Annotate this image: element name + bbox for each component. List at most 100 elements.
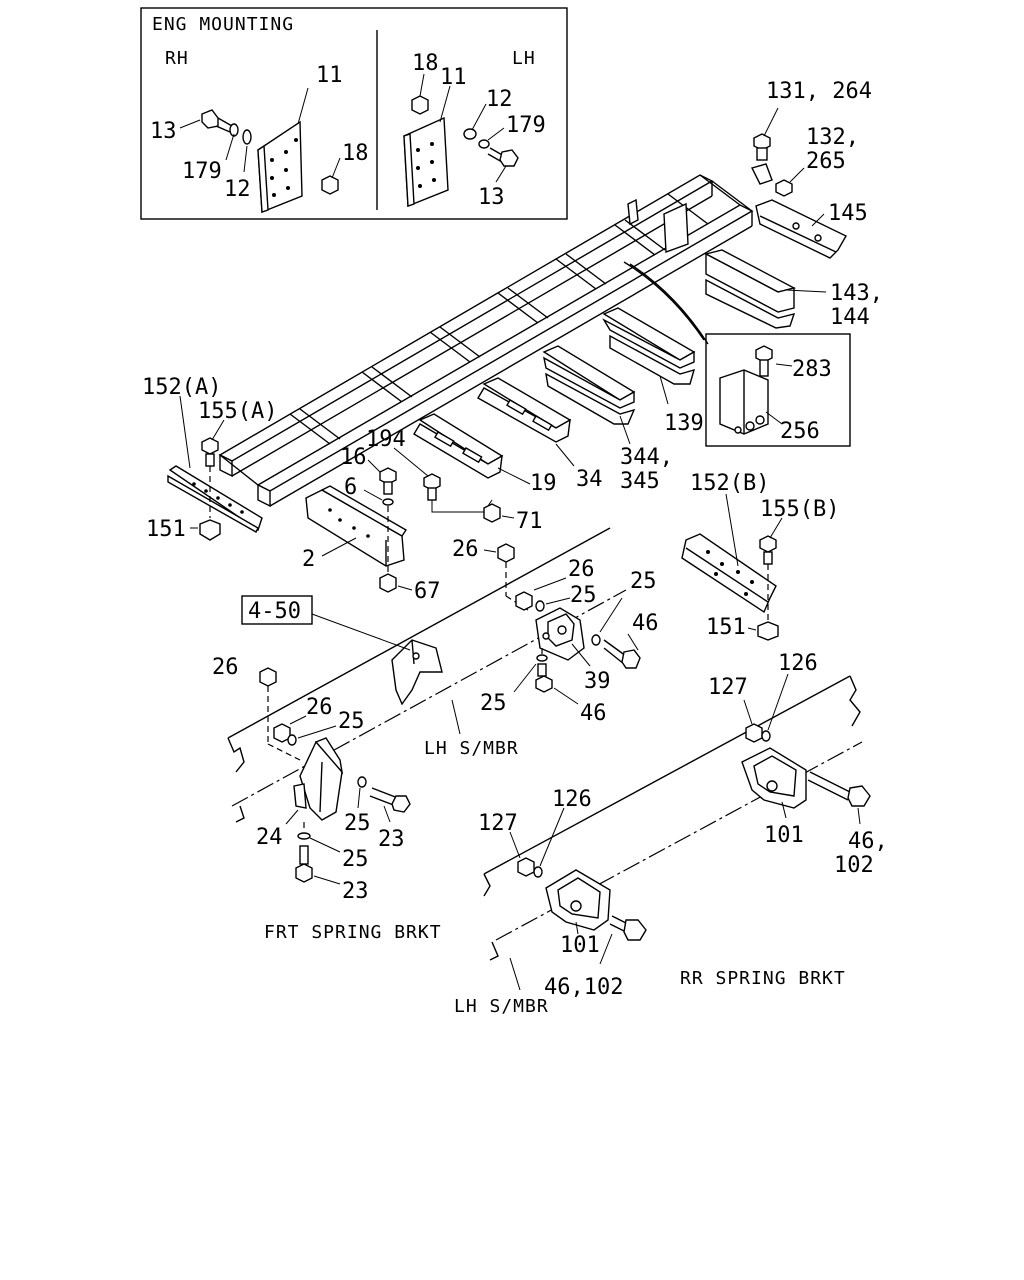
callout-101a: 101 [764, 823, 804, 848]
bolt-23b: 25 23 [295, 822, 369, 904]
callout-25b: 25 [630, 569, 657, 594]
bolt-155a: 155(A) [198, 399, 277, 518]
lh-lock-washer [478, 139, 490, 149]
callout-rh-12: 12 [224, 177, 251, 202]
callout-2: 2 [302, 547, 315, 572]
crossmember-344: 344, 345 [542, 345, 673, 494]
nut-26a: 26 [452, 537, 529, 611]
crossmember-19: 19 [413, 413, 557, 496]
callout-46a: 46 [632, 611, 659, 636]
nut-26b: 26 25 [515, 557, 597, 612]
bolt-23a: 25 23 [344, 776, 411, 852]
callout-67: 67 [414, 579, 441, 604]
callout-24: 24 [256, 825, 283, 850]
bolt-16: 16 6 [340, 445, 397, 574]
nut-132: 132, 265 [775, 125, 859, 197]
nut-71: 71 [483, 503, 543, 534]
bracket-inset-frame [705, 333, 851, 447]
callout-26d: 26 [306, 695, 333, 720]
callout-lh-13: 13 [478, 185, 505, 210]
nut-151a: 151 [146, 517, 221, 542]
callout-lh-179: 179 [506, 113, 546, 138]
callout-25d: 25 [338, 709, 365, 734]
callout-lh-18: 18 [412, 51, 439, 76]
callout-6: 6 [344, 475, 357, 500]
callout-102a: 102 [834, 853, 874, 878]
rh-lock-washer [229, 123, 239, 137]
callout-26c: 26 [212, 655, 239, 680]
crossmember-34: 34 [477, 377, 603, 492]
callout-131-264: 131, 264 [766, 79, 872, 104]
lh-label: LH [512, 48, 536, 69]
callout-46-102a: 46, [848, 829, 888, 854]
callout-25a: 25 [570, 583, 597, 608]
callout-23b: 23 [342, 879, 369, 904]
inset-frame [140, 7, 568, 220]
ref-box [241, 595, 313, 625]
crossmember-139: 139 [602, 307, 704, 436]
rh-label: RH [165, 48, 189, 69]
callout-126a: 126 [778, 651, 818, 676]
rh-washer [242, 129, 252, 145]
callout-143-144: 143, [830, 281, 883, 306]
callout-132: 132, [806, 125, 859, 150]
callout-lh-11: 11 [440, 65, 467, 90]
lh-side-member-1: LH S/MBR [227, 527, 627, 823]
callout-155a: 155(A) [198, 399, 277, 424]
bolt-131: 131, 264 [750, 79, 872, 185]
leader-to-inset [623, 261, 705, 341]
caption-frt-spring-brkt: FRT SPRING BRKT [264, 922, 442, 943]
rh-nut [321, 175, 339, 195]
lh-bolt [487, 147, 519, 167]
ref-4-50: 4-50 [248, 599, 301, 624]
bolt-46-102a: 46, 102 [807, 771, 888, 878]
callout-344-345: 344, [620, 445, 673, 470]
nut-127b: 127 126 [478, 787, 592, 878]
callout-rh-11: 11 [316, 63, 343, 88]
nut-26c: 26 [212, 655, 301, 761]
rh-bolt [201, 109, 233, 133]
callout-lh-12: 12 [486, 87, 513, 112]
rear-spring-bracket-101a: 101 [741, 747, 807, 848]
callout-23a: 23 [378, 827, 405, 852]
caption-lh-smbr-1: LH S/MBR [424, 738, 519, 759]
nut-26d: 26 25 [273, 695, 365, 746]
callout-39: 39 [584, 669, 611, 694]
reinforcement-152b: 152(B) [681, 471, 777, 614]
bolt-194: 194 [366, 427, 493, 513]
callout-139: 139 [664, 411, 704, 436]
rear-spring-bracket-101b: 101 [545, 869, 611, 958]
callout-26b: 26 [568, 557, 595, 582]
callout-46-102b: 46,102 [544, 975, 623, 1000]
callout-144: 144 [830, 305, 870, 330]
callout-265: 265 [806, 149, 846, 174]
callout-rh-13: 13 [150, 119, 177, 144]
reinforcement-152a: 152(A) [142, 375, 263, 533]
bracket-2: 2 [302, 485, 407, 572]
callout-rh-179: 179 [182, 159, 222, 184]
crossmember-145: 145 [755, 199, 868, 259]
nut-67: 67 [379, 573, 441, 604]
callout-152a: 152(A) [142, 375, 221, 400]
engine-mounting-inset: ENG MOUNTING RH LH 13 179 12 11 18 [140, 7, 568, 220]
callout-rh-18: 18 [342, 141, 369, 166]
lh-mount-bracket [403, 116, 449, 208]
callout-127a: 127 [708, 675, 748, 700]
callout-71: 71 [516, 509, 543, 534]
rh-mount-bracket [257, 120, 303, 214]
engine-mount-bracket-4-50: 4-50 [241, 595, 443, 706]
callout-126b: 126 [552, 787, 592, 812]
nut-151b: 151 [706, 615, 779, 641]
callout-101b: 101 [560, 933, 600, 958]
bolt-46-102b: 46,102 [544, 915, 647, 1000]
callout-256: 256 [780, 419, 820, 444]
caption-lh-smbr-2: LH S/MBR [454, 996, 549, 1017]
callout-25e: 25 [344, 811, 371, 836]
callout-25c: 25 [480, 691, 507, 716]
callout-34: 34 [576, 467, 603, 492]
callout-345: 345 [620, 469, 660, 494]
callout-155b: 155(B) [760, 497, 839, 522]
callout-46b: 46 [580, 701, 607, 726]
callout-25f: 25 [342, 847, 369, 872]
